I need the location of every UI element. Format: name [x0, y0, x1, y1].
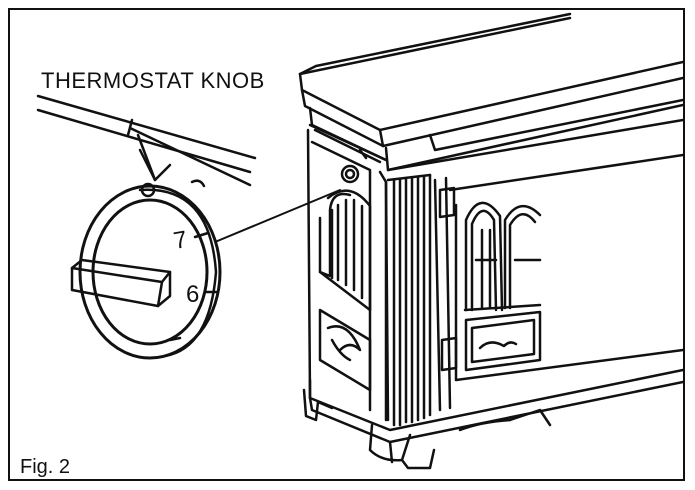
- figure-frame: 7 6 THERMOSTAT KNOB Fig. 2: [8, 8, 685, 481]
- dial-number-7: 7: [171, 226, 189, 255]
- leader-line: [214, 189, 341, 243]
- thermostat-knob-label: THERMOSTAT KNOB: [41, 68, 265, 93]
- stove-base: [302, 368, 683, 470]
- knob-dial-numbers: 7 6: [171, 226, 199, 308]
- stove-front-panel: [433, 153, 683, 412]
- stove-upper-band: [308, 98, 683, 172]
- dial-number-6: 6: [186, 281, 199, 308]
- stove-corner-column: [386, 173, 432, 427]
- thermostat-knob-detail: [70, 179, 222, 360]
- stove-top: [298, 12, 683, 148]
- figure-caption: Fig. 2: [20, 456, 71, 478]
- stove-top-rail: [36, 94, 257, 187]
- stove-side-panel: [306, 128, 390, 422]
- stove-illustration: 7 6: [36, 12, 683, 470]
